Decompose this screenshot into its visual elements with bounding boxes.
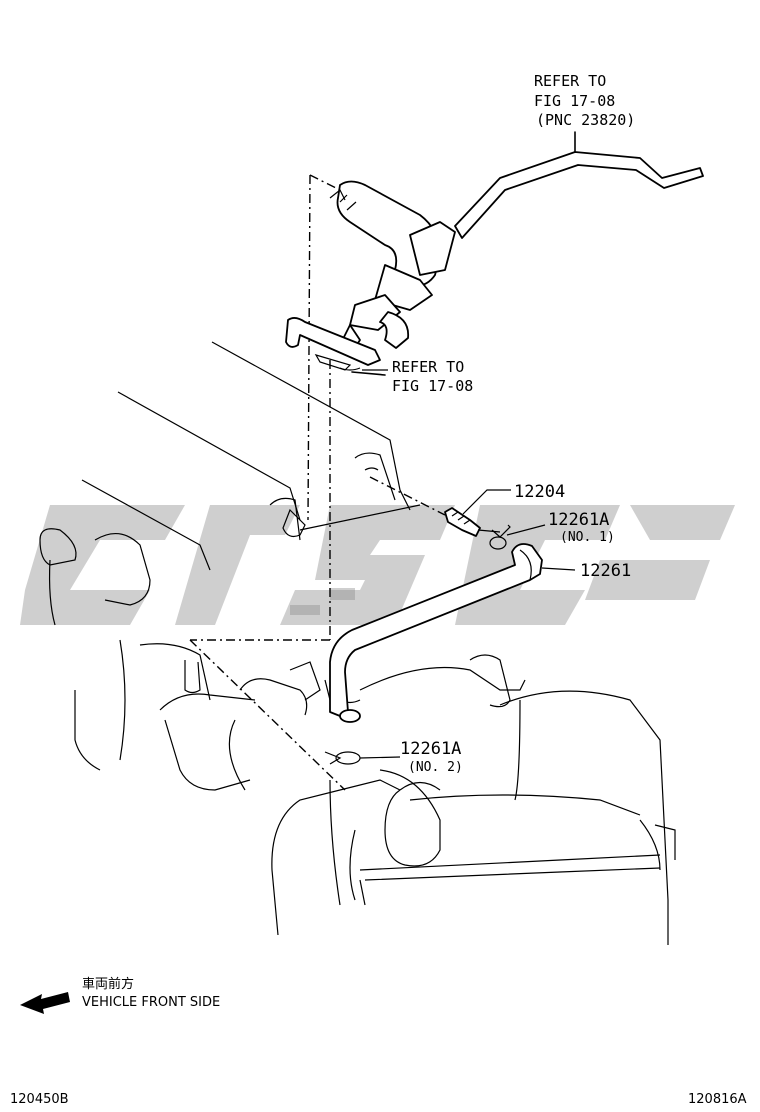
part-sub-no1: (NO. 1)	[560, 530, 615, 545]
part-number-12261a-no2: 12261A	[400, 739, 462, 759]
vehicle-front-jp-label: 車両前方	[82, 977, 135, 992]
footer-left-code: 120450B	[10, 1092, 69, 1107]
refer-top-line3: (PNC 23820)	[536, 111, 636, 129]
vehicle-front-arrow-icon	[20, 992, 70, 1014]
clip-no2	[324, 751, 401, 765]
refer-mid-line2: FIG 17-08	[392, 377, 474, 395]
watermark-logo	[20, 505, 735, 625]
refer-mid-line1: REFER TO	[392, 358, 465, 376]
footer-right-code: 120816A	[688, 1092, 747, 1107]
part-number-12261a-no1: 12261A	[548, 510, 610, 530]
engine-outline	[39, 341, 676, 945]
upper-hose-assembly	[285, 151, 704, 371]
refer-top-line1: REFER TO	[534, 72, 607, 90]
vehicle-front-en-label: VEHICLE FRONT SIDE	[82, 995, 221, 1010]
part-number-12204: 12204	[514, 482, 566, 502]
part-sub-no2: (NO. 2)	[408, 760, 463, 775]
dash-leaders	[189, 174, 446, 791]
part-number-12261: 12261	[580, 561, 632, 581]
leader-refer-mid	[351, 371, 386, 376]
clip-no1	[489, 524, 546, 550]
pcv-valve	[444, 489, 511, 537]
refer-top-line2: FIG 17-08	[534, 92, 616, 110]
ventilation-hose	[329, 543, 576, 723]
